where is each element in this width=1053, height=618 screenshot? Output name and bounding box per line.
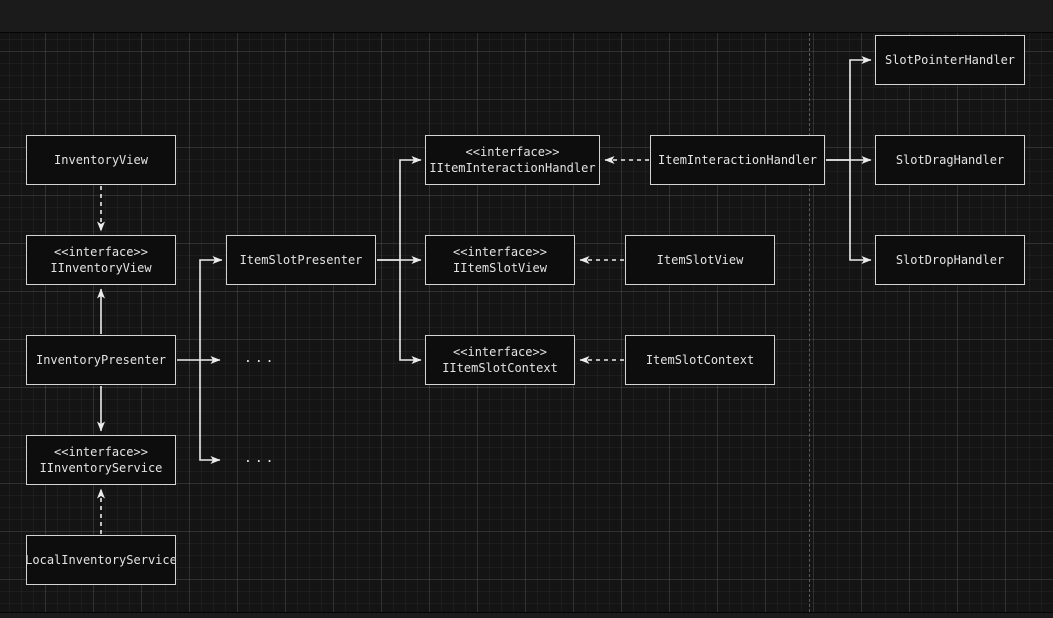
node-label: IItemSlotContext: [442, 361, 558, 375]
node-i-inventory-service[interactable]: <<interface>> IInventoryService: [26, 435, 176, 485]
node-label: SlotDragHandler: [895, 153, 1005, 167]
top-toolbar-band: [0, 0, 1053, 33]
node-i-inventory-view[interactable]: <<interface>> IInventoryView: [26, 235, 176, 285]
node-label: ItemInteractionHandler: [658, 153, 817, 167]
node-label: IInventoryService: [39, 461, 163, 475]
node-label: IInventoryView: [50, 261, 152, 275]
node-local-inventory-service[interactable]: LocalInventoryService: [26, 535, 176, 585]
node-stereotype: <<interface>>: [54, 445, 148, 459]
node-label: ItemSlotPresenter: [239, 253, 363, 267]
node-inventory-presenter[interactable]: InventoryPresenter: [26, 335, 176, 385]
node-item-slot-view[interactable]: ItemSlotView: [625, 235, 775, 285]
node-slot-drag-handler[interactable]: SlotDragHandler: [875, 135, 1025, 185]
node-stereotype: <<interface>>: [54, 245, 148, 259]
diagram-canvas[interactable]: [0, 33, 1053, 612]
node-label: LocalInventoryService: [26, 553, 176, 567]
node-label: InventoryView: [54, 153, 148, 167]
node-i-item-slot-view[interactable]: <<interface>> IItemSlotView: [425, 235, 575, 285]
node-stereotype: <<interface>>: [453, 245, 547, 259]
node-label: SlotPointerHandler: [884, 53, 1016, 67]
edge-inventory-presenter--ellipsis-2[interactable]: [199, 360, 221, 464]
edge-item-interaction-handler--slot-drop-handler[interactable]: [849, 160, 872, 264]
node-label: ItemSlotContext: [645, 353, 755, 367]
node-label: IItemInteractionHandler: [429, 161, 596, 175]
bottom-band: [0, 612, 1053, 618]
node-item-slot-presenter[interactable]: ItemSlotPresenter: [226, 235, 376, 285]
ellipsis-connector-label: ...: [244, 451, 277, 466]
page-boundary-guide: [809, 33, 810, 612]
edge-item-slot-presenter--i-item-slot-context[interactable]: [399, 260, 422, 364]
ellipsis-connector-label: ...: [244, 351, 277, 366]
node-label: IItemSlotView: [453, 261, 547, 275]
node-inventory-view[interactable]: InventoryView: [26, 135, 176, 185]
node-item-slot-context[interactable]: ItemSlotContext: [625, 335, 775, 385]
node-label: SlotDropHandler: [895, 253, 1005, 267]
node-stereotype: <<interface>>: [465, 145, 560, 159]
node-label: InventoryPresenter: [35, 353, 167, 367]
node-label: ItemSlotView: [656, 253, 744, 267]
node-i-item-interaction-handler[interactable]: <<interface>> IItemInteractionHandler: [425, 135, 600, 185]
node-stereotype: <<interface>>: [453, 345, 547, 359]
node-slot-pointer-handler[interactable]: SlotPointerHandler: [875, 35, 1025, 85]
edge-inventory-presenter--item-slot-presenter[interactable]: [177, 256, 223, 361]
node-slot-drop-handler[interactable]: SlotDropHandler: [875, 235, 1025, 285]
node-i-item-slot-context[interactable]: <<interface>> IItemSlotContext: [425, 335, 575, 385]
node-item-interaction-handler[interactable]: ItemInteractionHandler: [650, 135, 825, 185]
